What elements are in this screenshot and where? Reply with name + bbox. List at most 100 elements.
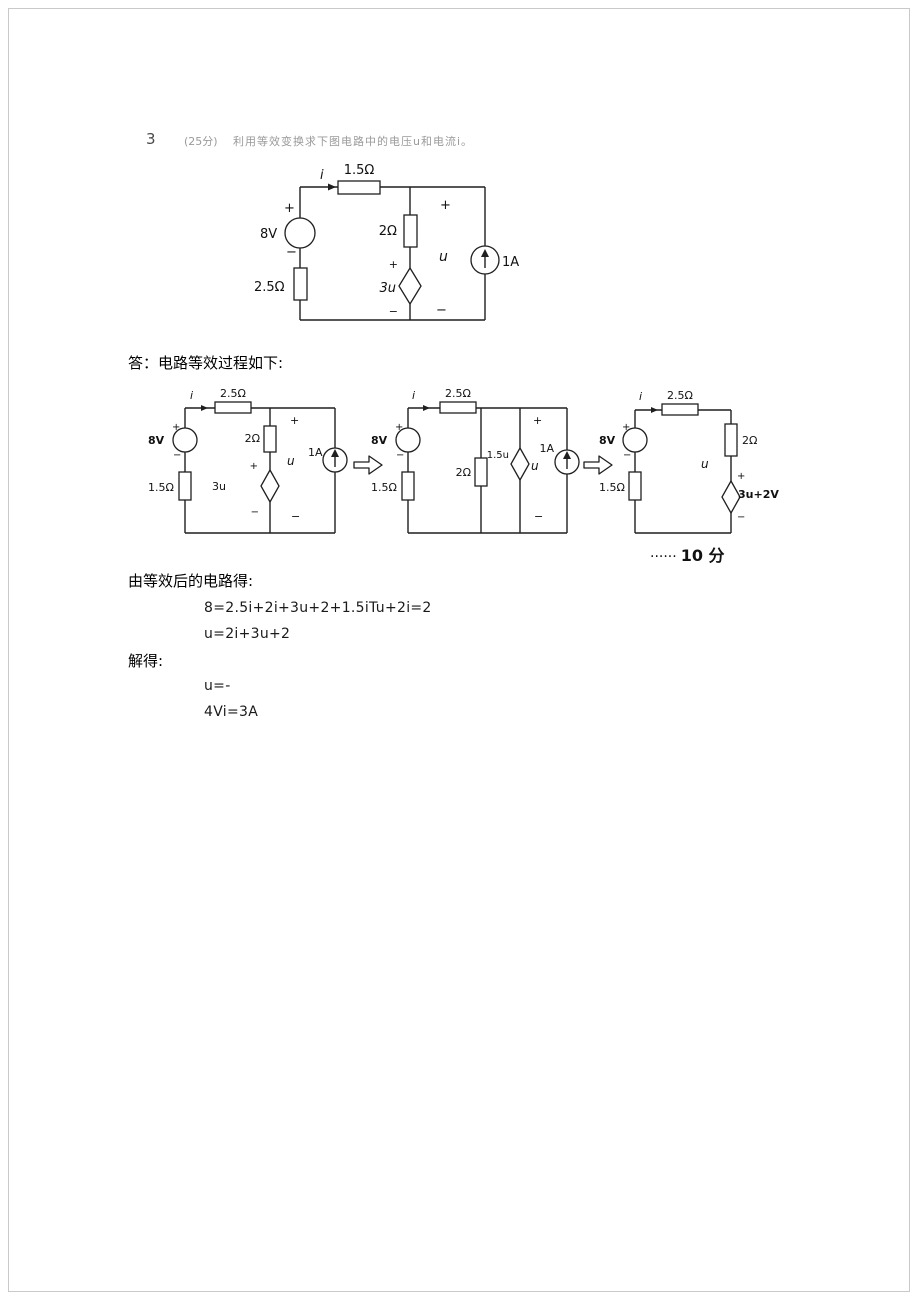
top-resistor-label: 2.5Ω xyxy=(445,387,471,400)
wires xyxy=(184,407,336,534)
current-arrow xyxy=(201,405,208,411)
voltage-plus: + xyxy=(622,422,630,433)
dep-minus: − xyxy=(389,305,398,318)
u-label: u xyxy=(287,454,295,468)
dep-plus: + xyxy=(737,471,745,482)
voltage-minus: − xyxy=(286,245,297,260)
current-arrow xyxy=(651,407,658,413)
top-resistor xyxy=(214,401,252,414)
current-arrow xyxy=(423,405,430,411)
equiv-circuit-3: i 2.5Ω + 8V − 1.5Ω 2Ω u + 3u+2V − xyxy=(599,389,779,534)
wires xyxy=(634,409,732,534)
equiv-circuit-2: i 2.5Ω + 8V − 1.5Ω 2Ω 1.5u + u − 1A xyxy=(371,387,580,534)
dep-minus: − xyxy=(251,507,259,518)
voltage-source-label: 8V xyxy=(148,434,165,447)
dep-plus: + xyxy=(250,461,258,472)
dependent-source-label: 3u+2V xyxy=(738,488,779,501)
u-plus: + xyxy=(440,198,451,213)
question-points: (25分) xyxy=(184,135,218,148)
right-resistor-label: 2Ω xyxy=(742,434,757,447)
voltage-source xyxy=(284,217,316,249)
solution-2: 4Vi=3A xyxy=(204,704,259,720)
voltage-minus: − xyxy=(623,450,631,461)
u-plus: + xyxy=(533,414,542,427)
dep-plus: + xyxy=(389,258,398,271)
voltage-minus: − xyxy=(173,450,181,461)
left-resistor-label: 1.5Ω xyxy=(371,481,397,494)
current-label: i xyxy=(320,168,324,183)
current-source-arrowhead xyxy=(481,249,489,257)
current-source-label: 1A xyxy=(502,255,519,270)
score-label: 10 分 xyxy=(680,546,725,565)
left-resistor-label: 1.5Ω xyxy=(599,481,625,494)
left-resistor xyxy=(293,267,308,301)
equation-2: u=2i+3u+2 xyxy=(204,626,291,642)
solve-lead: 解得: xyxy=(128,652,164,670)
mid-resistor-label: 2Ω xyxy=(245,432,260,445)
right-resistor xyxy=(724,423,738,457)
dependent-source xyxy=(398,266,422,306)
dependent-source xyxy=(260,468,280,504)
current-label: i xyxy=(412,389,415,402)
dependent-source-label: 3u xyxy=(212,480,226,493)
top-resistor xyxy=(661,403,699,416)
top-resistor-label: 1.5Ω xyxy=(344,163,375,178)
answer-lead: 答：电路等效过程如下: xyxy=(128,354,284,372)
mid-resistor-label: 2Ω xyxy=(456,466,471,479)
u-minus: − xyxy=(534,510,543,523)
dependent-source-label: 1.5u xyxy=(487,450,509,461)
voltage-plus: + xyxy=(395,422,403,433)
voltage-source-label: 8V xyxy=(260,227,277,242)
derive-lead: 由等效后的电路得: xyxy=(128,572,254,590)
current-source-label: 1A xyxy=(308,446,323,459)
question-number: 3 xyxy=(146,130,156,148)
dependent-source-label: 3u xyxy=(379,281,396,296)
implies-arrow-1 xyxy=(353,455,383,475)
voltage-minus: − xyxy=(396,450,404,461)
u-label: u xyxy=(701,457,709,471)
left-resistor xyxy=(401,471,415,501)
u-plus: + xyxy=(290,414,299,427)
mid-resistor xyxy=(403,214,418,248)
top-resistor-label: 2.5Ω xyxy=(667,389,693,402)
mid-resistor-label: 2Ω xyxy=(379,224,397,239)
question-text: 利用等效变换求下图电路中的电压u和电流i。 xyxy=(233,135,474,148)
wires xyxy=(407,407,568,534)
current-label: i xyxy=(190,389,193,402)
left-resistor xyxy=(178,471,192,501)
top-resistor xyxy=(337,180,381,195)
voltage-source xyxy=(395,427,421,453)
current-source-label: 1A xyxy=(539,442,554,455)
equation-1: 8=2.5i+2i+3u+2+1.5iTu+2i=2 xyxy=(204,600,432,616)
score-dots: ······ xyxy=(650,549,677,565)
voltage-plus: + xyxy=(172,422,180,433)
mid-resistor xyxy=(263,425,277,453)
top-resistor xyxy=(439,401,477,414)
voltage-source xyxy=(622,427,648,453)
current-source-arrowhead xyxy=(331,449,339,457)
left-resistor xyxy=(628,471,642,501)
u-minus: − xyxy=(436,303,447,318)
implies-arrow-2 xyxy=(583,455,613,475)
voltage-source-label: 8V xyxy=(599,434,616,447)
dependent-source xyxy=(510,446,530,482)
current-label: i xyxy=(639,390,642,403)
u-label: u xyxy=(439,249,448,265)
left-resistor-label: 1.5Ω xyxy=(148,481,174,494)
dep-minus: − xyxy=(737,512,745,523)
solution-1: u=- xyxy=(204,678,231,694)
dependent-source xyxy=(721,479,741,515)
top-resistor-label: 2.5Ω xyxy=(220,387,246,400)
main-circuit-figure: i 1.5Ω + 8V − 2.5Ω 2Ω + 3u − + u − 1A xyxy=(254,163,519,321)
current-arrow xyxy=(328,183,336,191)
voltage-source xyxy=(172,427,198,453)
current-source-arrowhead xyxy=(563,451,571,459)
u-minus: − xyxy=(291,510,300,523)
u-label: u xyxy=(531,459,539,473)
left-resistor-label: 2.5Ω xyxy=(254,280,285,295)
equiv-circuit-1: i 2.5Ω + 8V − 1.5Ω 2Ω + 3u − + u − 1A xyxy=(148,387,348,534)
voltage-plus: + xyxy=(284,201,295,216)
mid-resistor xyxy=(474,457,488,487)
voltage-source-label: 8V xyxy=(371,434,388,447)
